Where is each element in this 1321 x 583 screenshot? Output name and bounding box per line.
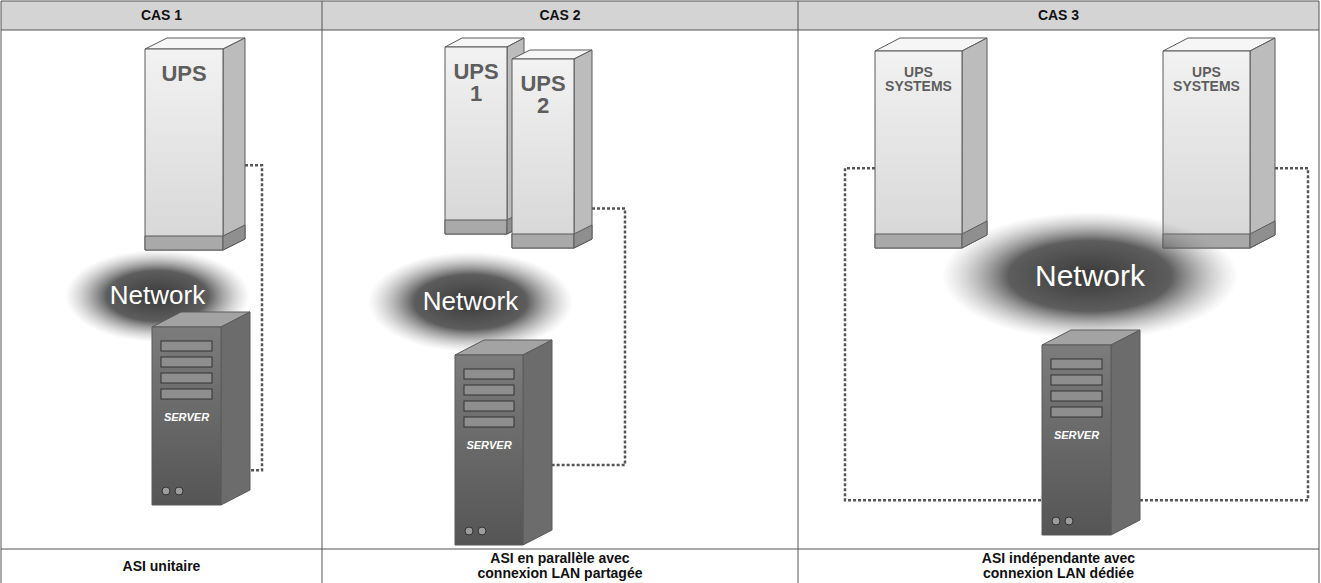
tower-base — [875, 234, 962, 248]
tower-base — [574, 225, 592, 248]
server-front — [455, 355, 523, 545]
server-side — [221, 312, 250, 505]
server-tower: SERVER — [455, 340, 552, 545]
tower-side — [1250, 38, 1275, 248]
power-led — [175, 487, 183, 495]
table-rule — [1, 549, 1319, 550]
network-cloud: Network — [942, 212, 1238, 340]
ups-label: UPS — [161, 63, 206, 85]
text-holder: UPS SYSTEMS — [1163, 65, 1250, 93]
case-heading: CAS 2 — [539, 8, 580, 23]
ups-label: UPS SYSTEMS — [885, 65, 952, 93]
drive-bay — [464, 369, 514, 379]
server-front — [152, 327, 221, 505]
ups-label: UPS 2 — [520, 73, 565, 117]
case-caption: ASI en parallèle avec connexion LAN part… — [445, 551, 675, 581]
text-holder: Network — [65, 250, 250, 342]
drive-bay — [161, 357, 212, 367]
text-holder: Network — [942, 212, 1238, 340]
ups-label: UPS 1 — [453, 61, 498, 105]
server-label: SERVER — [152, 411, 221, 424]
ups-tower: UPS SYSTEMS — [875, 38, 987, 248]
text-holder: SERVER — [152, 411, 221, 424]
server-side — [1111, 330, 1140, 535]
network-label: Network — [110, 281, 205, 311]
server-side — [523, 340, 552, 545]
drive-bay — [464, 417, 514, 427]
table-cell: CAS 3 — [798, 1, 1319, 30]
case-heading: CAS 1 — [141, 8, 182, 23]
server-label: SERVER — [1042, 429, 1111, 442]
tower-front — [875, 51, 962, 248]
power-led — [465, 527, 473, 535]
table-rule — [1, 1, 2, 583]
ups-tower: UPS SYSTEMS — [1163, 38, 1275, 248]
tower-side — [574, 50, 592, 248]
power-led — [162, 487, 170, 495]
drive-bay — [464, 385, 514, 395]
text-holder: SERVER — [455, 439, 523, 452]
case-heading: CAS 3 — [1038, 8, 1079, 23]
drive-bay — [161, 389, 212, 399]
server-tower: SERVER — [1042, 330, 1140, 535]
tower-side — [223, 38, 245, 250]
drive-bay — [1051, 391, 1102, 401]
network-cloud — [368, 252, 573, 352]
drive-bay — [1051, 407, 1102, 417]
case-caption: ASI unitaire — [123, 559, 201, 574]
text-holder: UPS SYSTEMS — [875, 65, 962, 93]
network-cloud: Network — [65, 250, 250, 342]
table-cell: CAS 1 — [1, 1, 322, 30]
table-cell: ASI indépendante avec connexion LAN dédi… — [798, 549, 1319, 583]
network-label: Network — [423, 287, 518, 317]
ups-tower: UPS — [145, 38, 245, 250]
text-holder: UPS 1 — [445, 61, 507, 105]
table-cell: ASI unitaire — [1, 549, 322, 583]
header-band — [1, 1, 1319, 30]
table-rule — [1319, 1, 1320, 583]
tower-front — [145, 49, 223, 250]
drive-bay — [1051, 375, 1102, 385]
tower-base — [1250, 221, 1275, 248]
table-rule — [322, 1, 323, 583]
case-caption: ASI indépendante avec connexion LAN dédi… — [944, 551, 1174, 581]
power-led — [478, 527, 486, 535]
table-cell: CAS 2 — [322, 1, 798, 30]
text-holder: UPS 2 — [512, 73, 574, 117]
drive-bay — [464, 401, 514, 411]
drive-bay — [1051, 359, 1102, 369]
power-led — [1065, 517, 1073, 525]
drive-bay — [161, 341, 212, 351]
tower-front — [512, 59, 574, 248]
tower-base — [145, 236, 223, 250]
tower-base — [223, 225, 245, 250]
table-rule — [798, 1, 799, 583]
tower-base — [445, 220, 507, 234]
tower-front — [445, 47, 507, 234]
tower-front — [1163, 51, 1250, 248]
text-holder: SERVER — [1042, 429, 1111, 442]
drive-bay — [161, 373, 212, 383]
power-led — [1052, 517, 1060, 525]
shape-outline — [152, 312, 250, 505]
tower-side — [962, 38, 987, 248]
server-front — [1042, 345, 1111, 535]
table-rule — [1, 1, 1319, 2]
table-cell: ASI en parallèle avec connexion LAN part… — [322, 549, 798, 583]
tower-base — [512, 234, 574, 248]
text-holder: Network — [368, 252, 573, 352]
network-label: Network — [1035, 259, 1145, 294]
ups-label: UPS SYSTEMS — [1173, 65, 1240, 93]
ups-tower: UPS 2 — [512, 50, 592, 248]
table-rule — [1, 30, 1319, 31]
network-cloud — [942, 212, 1238, 340]
network-cloud: Network — [368, 252, 573, 352]
server-label: SERVER — [455, 439, 523, 452]
server-tower: SERVER — [152, 312, 250, 505]
text-holder: UPS — [145, 63, 223, 85]
